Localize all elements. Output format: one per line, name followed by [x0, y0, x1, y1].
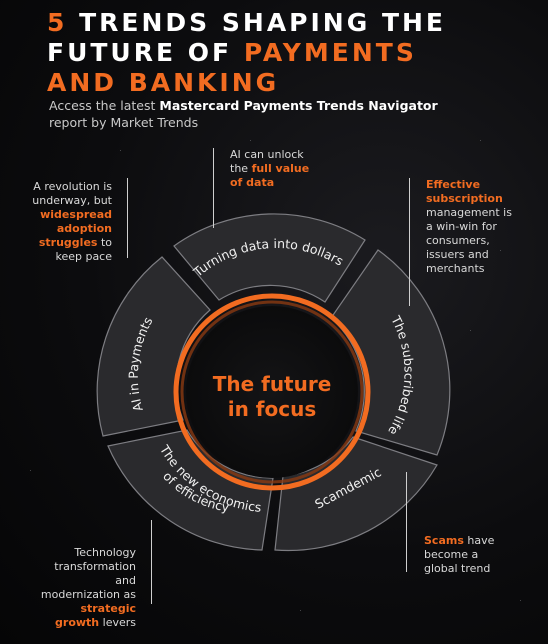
center-title-line2: in focus — [228, 397, 317, 421]
title-line3: AND BANKING — [47, 68, 280, 97]
callout-connector — [409, 178, 410, 306]
callout-highlight: full value of data — [230, 162, 310, 189]
title-line2-orange: PAYMENTS — [243, 38, 417, 67]
center-disc — [186, 306, 358, 478]
callout-connector — [213, 148, 214, 228]
subtitle: Access the latest Mastercard Payments Tr… — [49, 97, 469, 131]
subtitle-report-name[interactable]: Mastercard Payments Trends Navigator — [159, 98, 438, 113]
callout-text: management is a win-win for consumers, i… — [426, 206, 512, 275]
segment-turning-data[interactable] — [173, 213, 366, 303]
callout-data: AI can unlock the full value of data — [230, 148, 310, 190]
callout-text: A revolution is underway, but — [32, 180, 112, 207]
segment-subscribed-life[interactable] — [330, 249, 451, 456]
callout-highlight: Scams — [424, 534, 464, 547]
accent-ring — [173, 293, 371, 491]
callout-text: have become a global trend — [424, 534, 495, 575]
callout-text: levers — [102, 616, 136, 629]
callout-connector — [151, 520, 152, 604]
segment-new-economics[interactable] — [107, 429, 274, 551]
callout-scams: Scams have become a global trend — [424, 534, 504, 576]
callout-economics: Technology transformation and modernizat… — [40, 546, 136, 630]
callout-connector — [406, 472, 407, 572]
callout-highlight: strategic growth — [55, 602, 136, 629]
callout-text: Technology transformation and modernizat… — [40, 546, 136, 601]
subtitle-prefix: Access the latest — [49, 98, 156, 113]
page-title: 5 TRENDS SHAPING THE FUTURE OF PAYMENTS … — [47, 8, 446, 98]
title-line1: TRENDS SHAPING THE — [79, 8, 446, 37]
subtitle-suffix: report by Market Trends — [49, 115, 199, 130]
center-title-line1: The future — [213, 372, 332, 396]
callout-ai-payments: A revolution is underway, but widespread… — [22, 180, 112, 264]
callout-highlight: Effective subscription — [426, 178, 503, 205]
title-number: 5 — [47, 8, 68, 37]
callout-text: to keep pace — [55, 236, 112, 263]
callout-connector — [127, 178, 128, 258]
callout-highlight: widespread adoption struggles — [38, 208, 112, 249]
callout-subscription: Effective subscription management is a w… — [426, 178, 516, 276]
callout-text: AI can unlock the — [230, 148, 304, 175]
title-line2-white: FUTURE OF — [47, 38, 233, 67]
